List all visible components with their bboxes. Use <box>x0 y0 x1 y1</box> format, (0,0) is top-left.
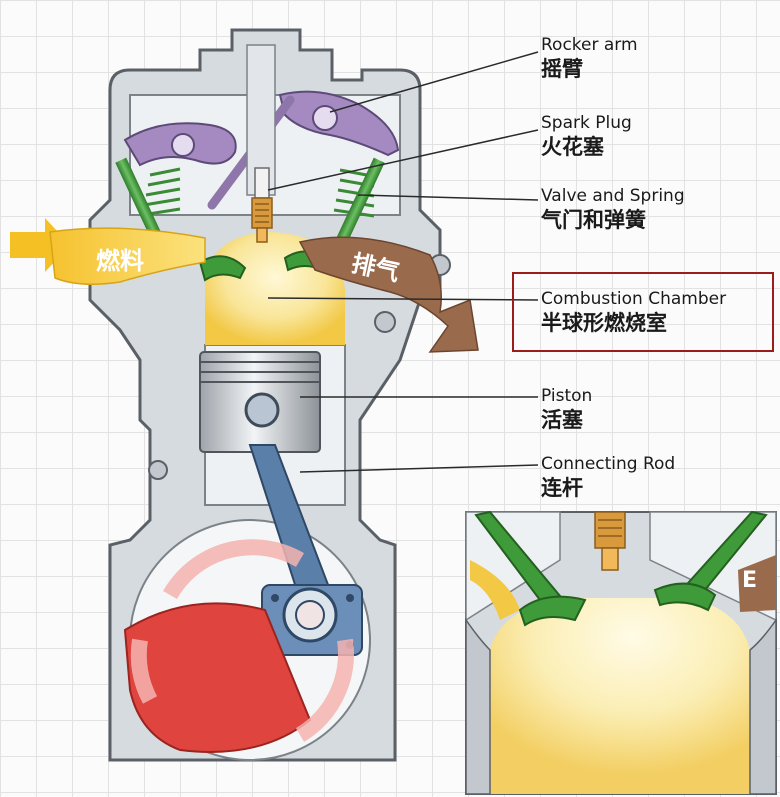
piston-label-zh: 活塞 <box>541 408 583 432</box>
rocker-arm-left <box>123 122 237 167</box>
inset-zoom <box>465 510 777 795</box>
piston-label: Piston 活塞 <box>541 386 592 433</box>
exhaust-flow-arrow <box>298 236 479 353</box>
crank-counterweight <box>123 602 312 753</box>
piston <box>199 351 321 453</box>
valve-spring-right <box>333 168 375 218</box>
connecting-rod <box>248 444 363 656</box>
combustion-chamber-label-en: Combustion Chamber <box>541 289 727 309</box>
valve-spring-label-zh: 气门和弹簧 <box>541 208 646 232</box>
spark-plug-label-en: Spark Plug <box>541 113 632 133</box>
spark-plug <box>251 167 273 243</box>
spark-plug-label-zh: 火花塞 <box>541 135 604 159</box>
connecting-rod-label-zh: 连杆 <box>541 476 583 500</box>
valve-spring-label-en: Valve and Spring <box>541 186 685 206</box>
fuel-label: 燃料 <box>96 247 144 275</box>
inset-fragment-label: E <box>742 568 758 593</box>
combustion-chamber-highlight <box>512 272 774 352</box>
spark-plug-label: Spark Plug 火花塞 <box>541 113 632 160</box>
connecting-rod-label-en: Connecting Rod <box>541 454 676 474</box>
rotation-arrows <box>130 539 354 742</box>
rocker-arm-label-en: Rocker arm <box>541 35 638 55</box>
leader-lines <box>267 51 539 473</box>
valve-spring-left <box>141 167 181 217</box>
combustion-chamber-label-zh: 半球形燃烧室 <box>541 311 667 335</box>
connecting-rod-label: Connecting Rod 连杆 <box>541 454 675 501</box>
valve-spring-label: Valve and Spring 气门和弹簧 <box>541 186 685 233</box>
combustion-chamber-label: Combustion Chamber 半球形燃烧室 <box>541 289 726 336</box>
piston-label-en: Piston <box>541 386 593 406</box>
rocker-arm-label: Rocker arm 摇臂 <box>541 35 638 82</box>
rocker-arm-label-zh: 摇臂 <box>541 57 583 81</box>
